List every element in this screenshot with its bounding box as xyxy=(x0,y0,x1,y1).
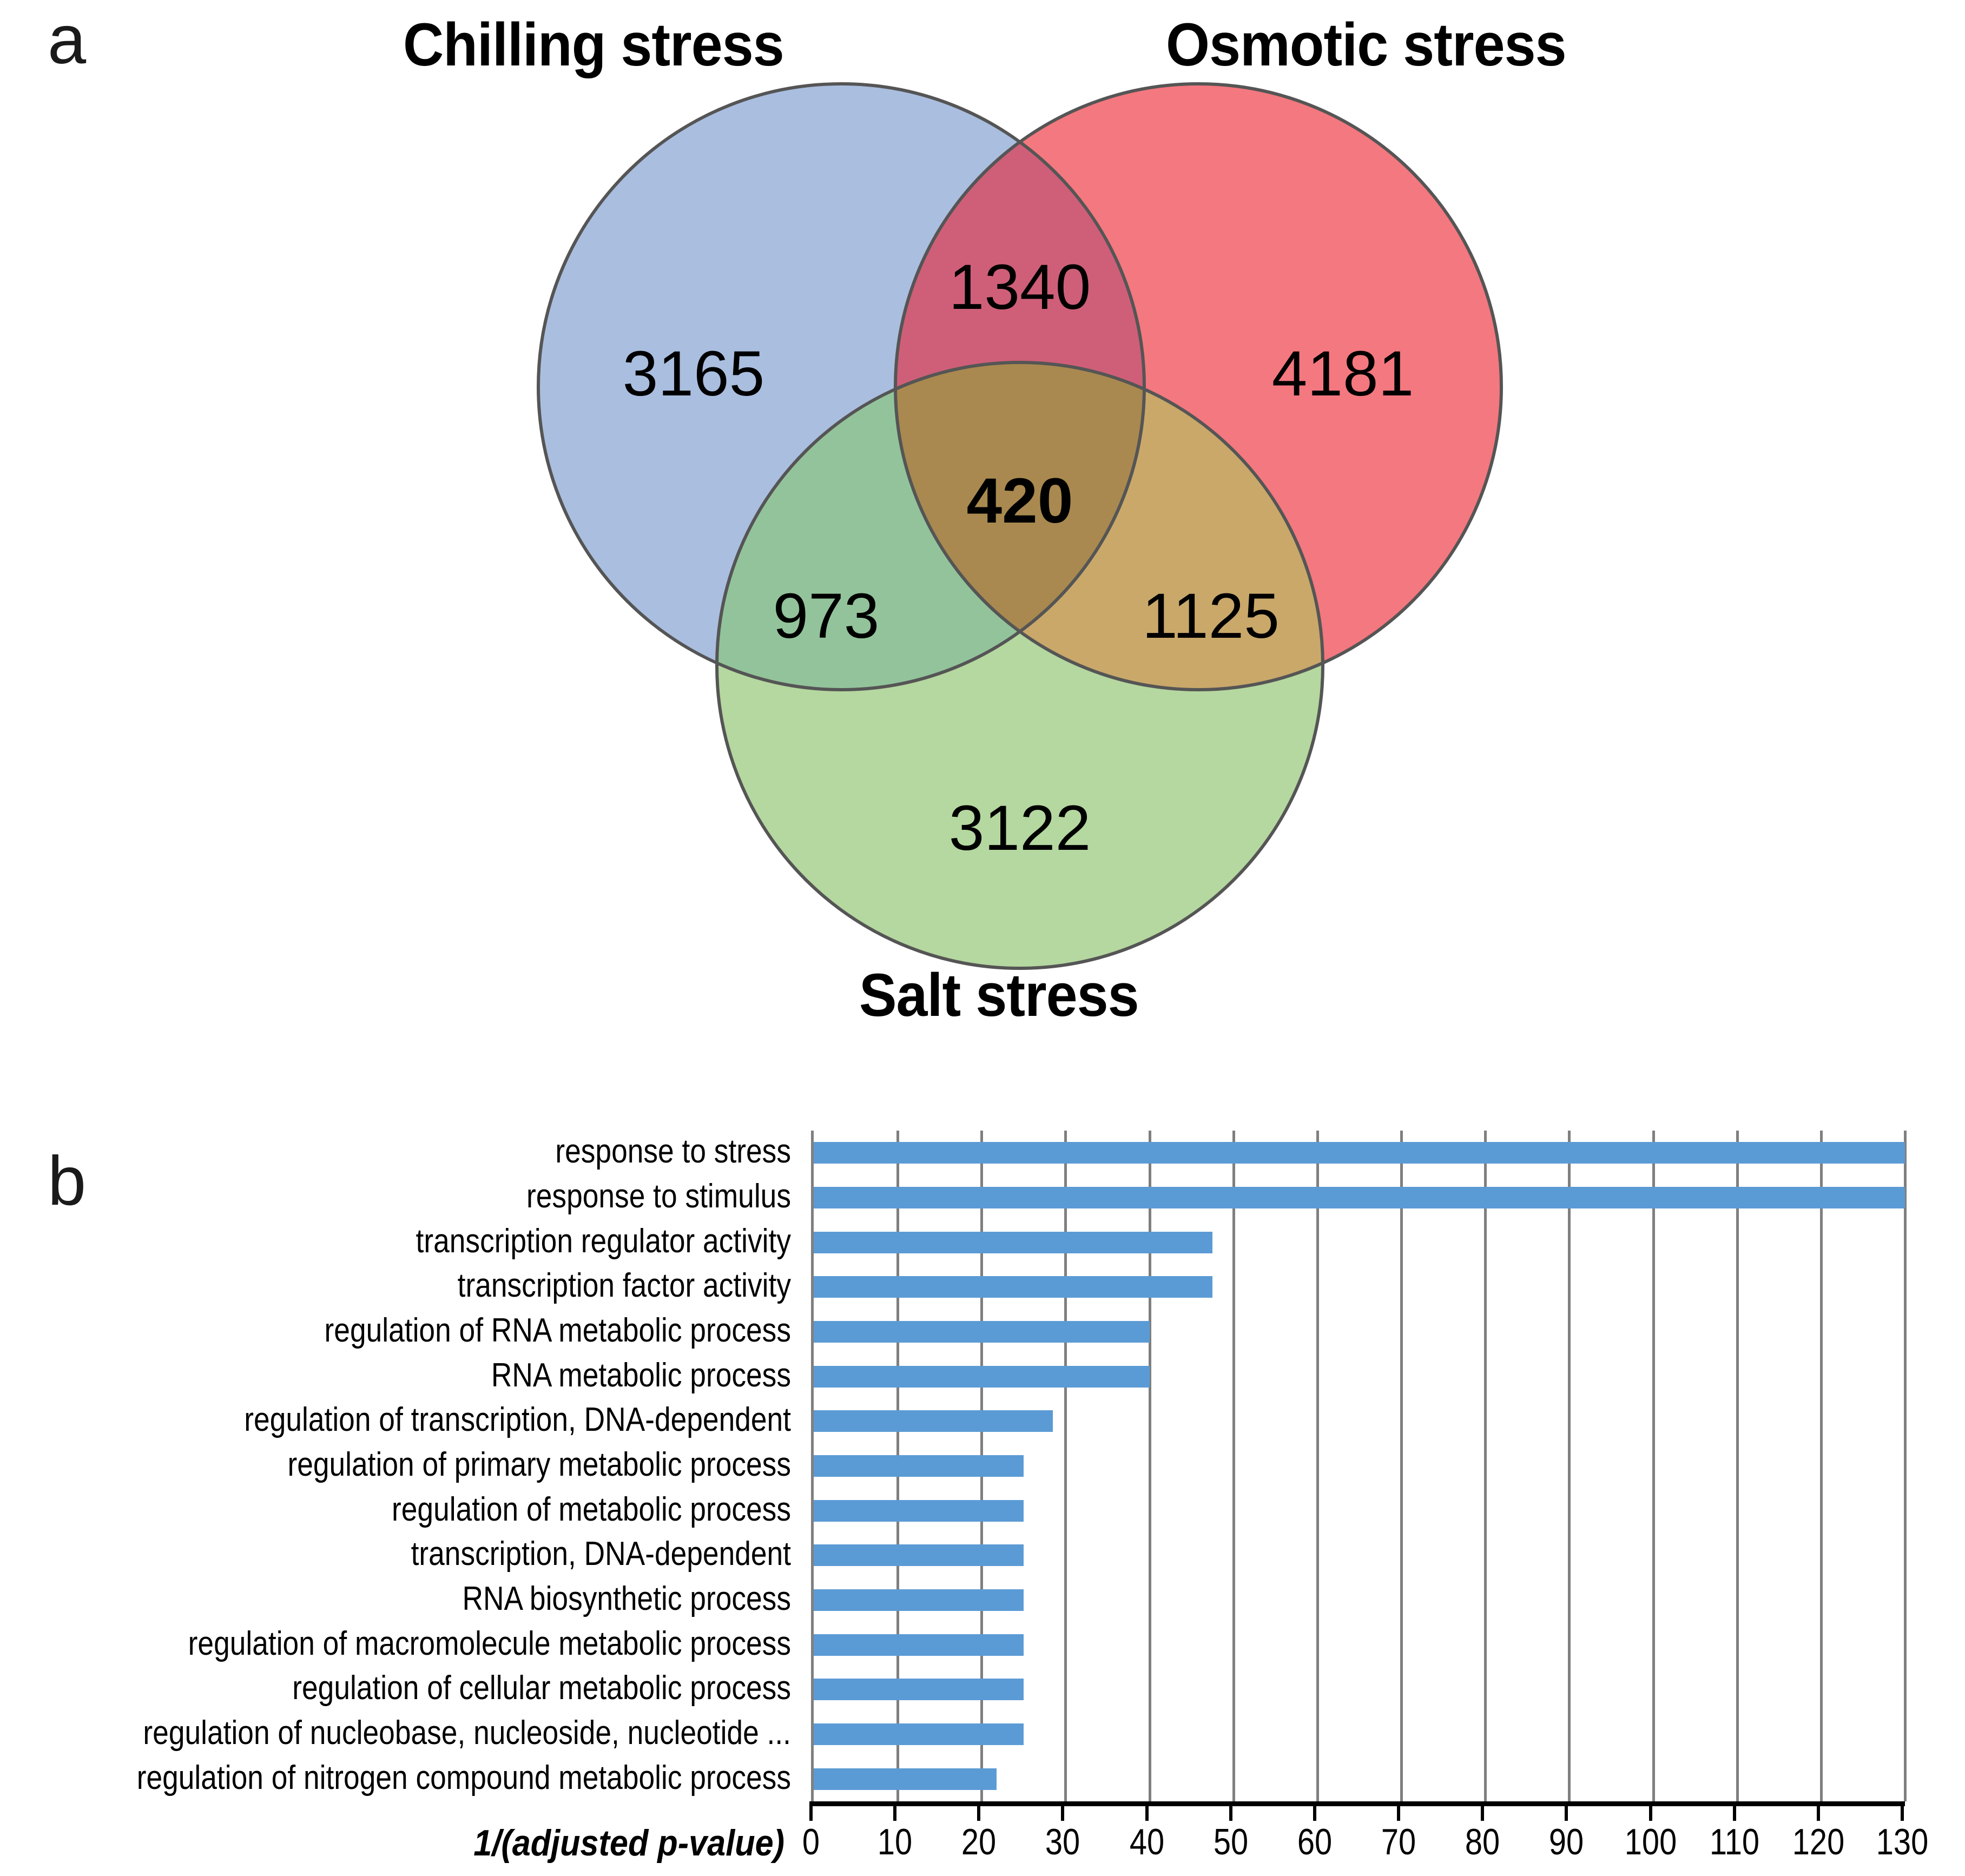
category-label: regulation of transcription, DNA-depende… xyxy=(244,1401,791,1439)
bar xyxy=(814,1544,1024,1567)
tick-label-40: 40 xyxy=(1129,1821,1164,1862)
venn-outline-osmotic xyxy=(894,82,1503,691)
category-axis-labels: response to stress response to stimulus tr… xyxy=(0,1131,801,1801)
category-label: regulation of primary metabolic process xyxy=(287,1446,791,1483)
gridline-40 xyxy=(1148,1131,1151,1801)
tick-label-70: 70 xyxy=(1381,1821,1416,1862)
panel-a-letter: a xyxy=(48,1,87,78)
tick-mark-30 xyxy=(1061,1801,1065,1821)
bar xyxy=(814,1455,1024,1477)
category-label: regulation of cellular metabolic process xyxy=(292,1669,791,1707)
plot-area xyxy=(811,1131,1907,1801)
category-label: regulation of nitrogen compound metaboli… xyxy=(136,1759,791,1796)
bar xyxy=(814,1142,1905,1164)
tick-label-30: 30 xyxy=(1045,1821,1080,1862)
tick-label-60: 60 xyxy=(1297,1821,1333,1862)
venn-title-osmotic-stress: Osmotic stress xyxy=(1166,11,1567,78)
category-label: regulation of RNA metabolic process xyxy=(324,1312,791,1349)
tick-label-50: 50 xyxy=(1213,1821,1248,1862)
tick-mark-80 xyxy=(1481,1801,1485,1821)
tick-mark-70 xyxy=(1397,1801,1401,1821)
tick-label-100: 100 xyxy=(1624,1821,1677,1862)
bar xyxy=(814,1187,1905,1208)
category-label: transcription, DNA-dependent xyxy=(411,1535,791,1573)
gridline-100 xyxy=(1652,1131,1655,1801)
bar xyxy=(814,1276,1212,1298)
bar xyxy=(814,1768,997,1790)
category-label: regulation of metabolic process xyxy=(391,1490,791,1528)
venn-count-osmotic-salt: 1125 xyxy=(1142,580,1280,652)
bar xyxy=(814,1410,1053,1432)
gridline-90 xyxy=(1568,1131,1571,1801)
x-axis-line xyxy=(811,1801,1905,1806)
venn-outline-chilling xyxy=(537,82,1146,691)
category-label: transcription factor activity xyxy=(457,1267,791,1305)
tick-mark-50 xyxy=(1229,1801,1232,1821)
bar xyxy=(814,1589,1024,1611)
tick-label-130: 130 xyxy=(1876,1821,1929,1862)
tick-mark-90 xyxy=(1565,1801,1568,1821)
category-label: regulation of macromolecule metabolic pr… xyxy=(188,1624,791,1662)
category-label: regulation of nucleobase, nucleoside, nu… xyxy=(143,1714,792,1752)
venn-outline-salt xyxy=(715,361,1324,970)
venn-count-chilling-salt: 973 xyxy=(773,580,880,652)
panel-a-venn-diagram: a Chilling stress Osmotic stress Salt st… xyxy=(48,1,1567,1029)
bar xyxy=(814,1365,1150,1388)
venn-count-osmotic-only: 4181 xyxy=(1272,338,1414,409)
category-label: RNA biosynthetic process xyxy=(462,1580,791,1617)
gridline-60 xyxy=(1316,1131,1319,1801)
panel-b-go-enrichment-bar-chart: b response to stress response to stimulus… xyxy=(0,1044,1965,1876)
category-label: response to stimulus xyxy=(526,1178,791,1215)
venn-count-chilling-only: 3165 xyxy=(623,338,765,409)
category-label: RNA metabolic process xyxy=(491,1356,791,1394)
bar xyxy=(814,1634,1024,1656)
venn-count-chilling-osmotic: 1340 xyxy=(949,252,1091,323)
tick-label-20: 20 xyxy=(961,1821,997,1862)
tick-mark-60 xyxy=(1313,1801,1316,1821)
venn-diagram-graphic: 3165 4181 3122 1340 973 1125 420 xyxy=(537,82,1503,970)
tick-mark-10 xyxy=(893,1801,897,1821)
tick-mark-120 xyxy=(1816,1801,1820,1821)
tick-mark-20 xyxy=(977,1801,981,1821)
gridline-30 xyxy=(1064,1131,1067,1801)
bar xyxy=(814,1723,1024,1745)
tick-mark-40 xyxy=(1145,1801,1149,1821)
tick-label-80: 80 xyxy=(1465,1821,1500,1862)
tick-label-0: 0 xyxy=(802,1821,820,1862)
gridline-110 xyxy=(1736,1131,1739,1801)
gridline-80 xyxy=(1484,1131,1487,1801)
venn-count-salt-only: 3122 xyxy=(949,792,1091,864)
category-label: response to stress xyxy=(555,1133,791,1171)
gridline-130 xyxy=(1904,1131,1907,1801)
gridline-70 xyxy=(1400,1131,1403,1801)
bar xyxy=(814,1321,1150,1343)
tick-label-120: 120 xyxy=(1792,1821,1845,1862)
bar xyxy=(814,1231,1212,1253)
tick-label-110: 110 xyxy=(1709,1821,1759,1862)
panel-b-letter: b xyxy=(48,1142,87,1220)
x-axis-title: 1/(adjusted p-value) xyxy=(473,1822,784,1864)
tick-label-10: 10 xyxy=(877,1821,913,1862)
category-label: transcription regulator activity xyxy=(416,1222,791,1260)
tick-mark-130 xyxy=(1901,1801,1904,1821)
tick-mark-100 xyxy=(1649,1801,1652,1821)
gridline-120 xyxy=(1819,1131,1823,1801)
bar xyxy=(814,1500,1024,1522)
tick-mark-110 xyxy=(1732,1801,1736,1821)
tick-label-90: 90 xyxy=(1549,1821,1584,1862)
venn-title-chilling-stress: Chilling stress xyxy=(403,11,784,78)
venn-title-salt-stress: Salt stress xyxy=(859,961,1139,1029)
gridline-50 xyxy=(1232,1131,1235,1801)
bar xyxy=(814,1679,1024,1701)
venn-count-all-three: 420 xyxy=(967,465,1073,537)
tick-mark-0 xyxy=(809,1801,813,1821)
